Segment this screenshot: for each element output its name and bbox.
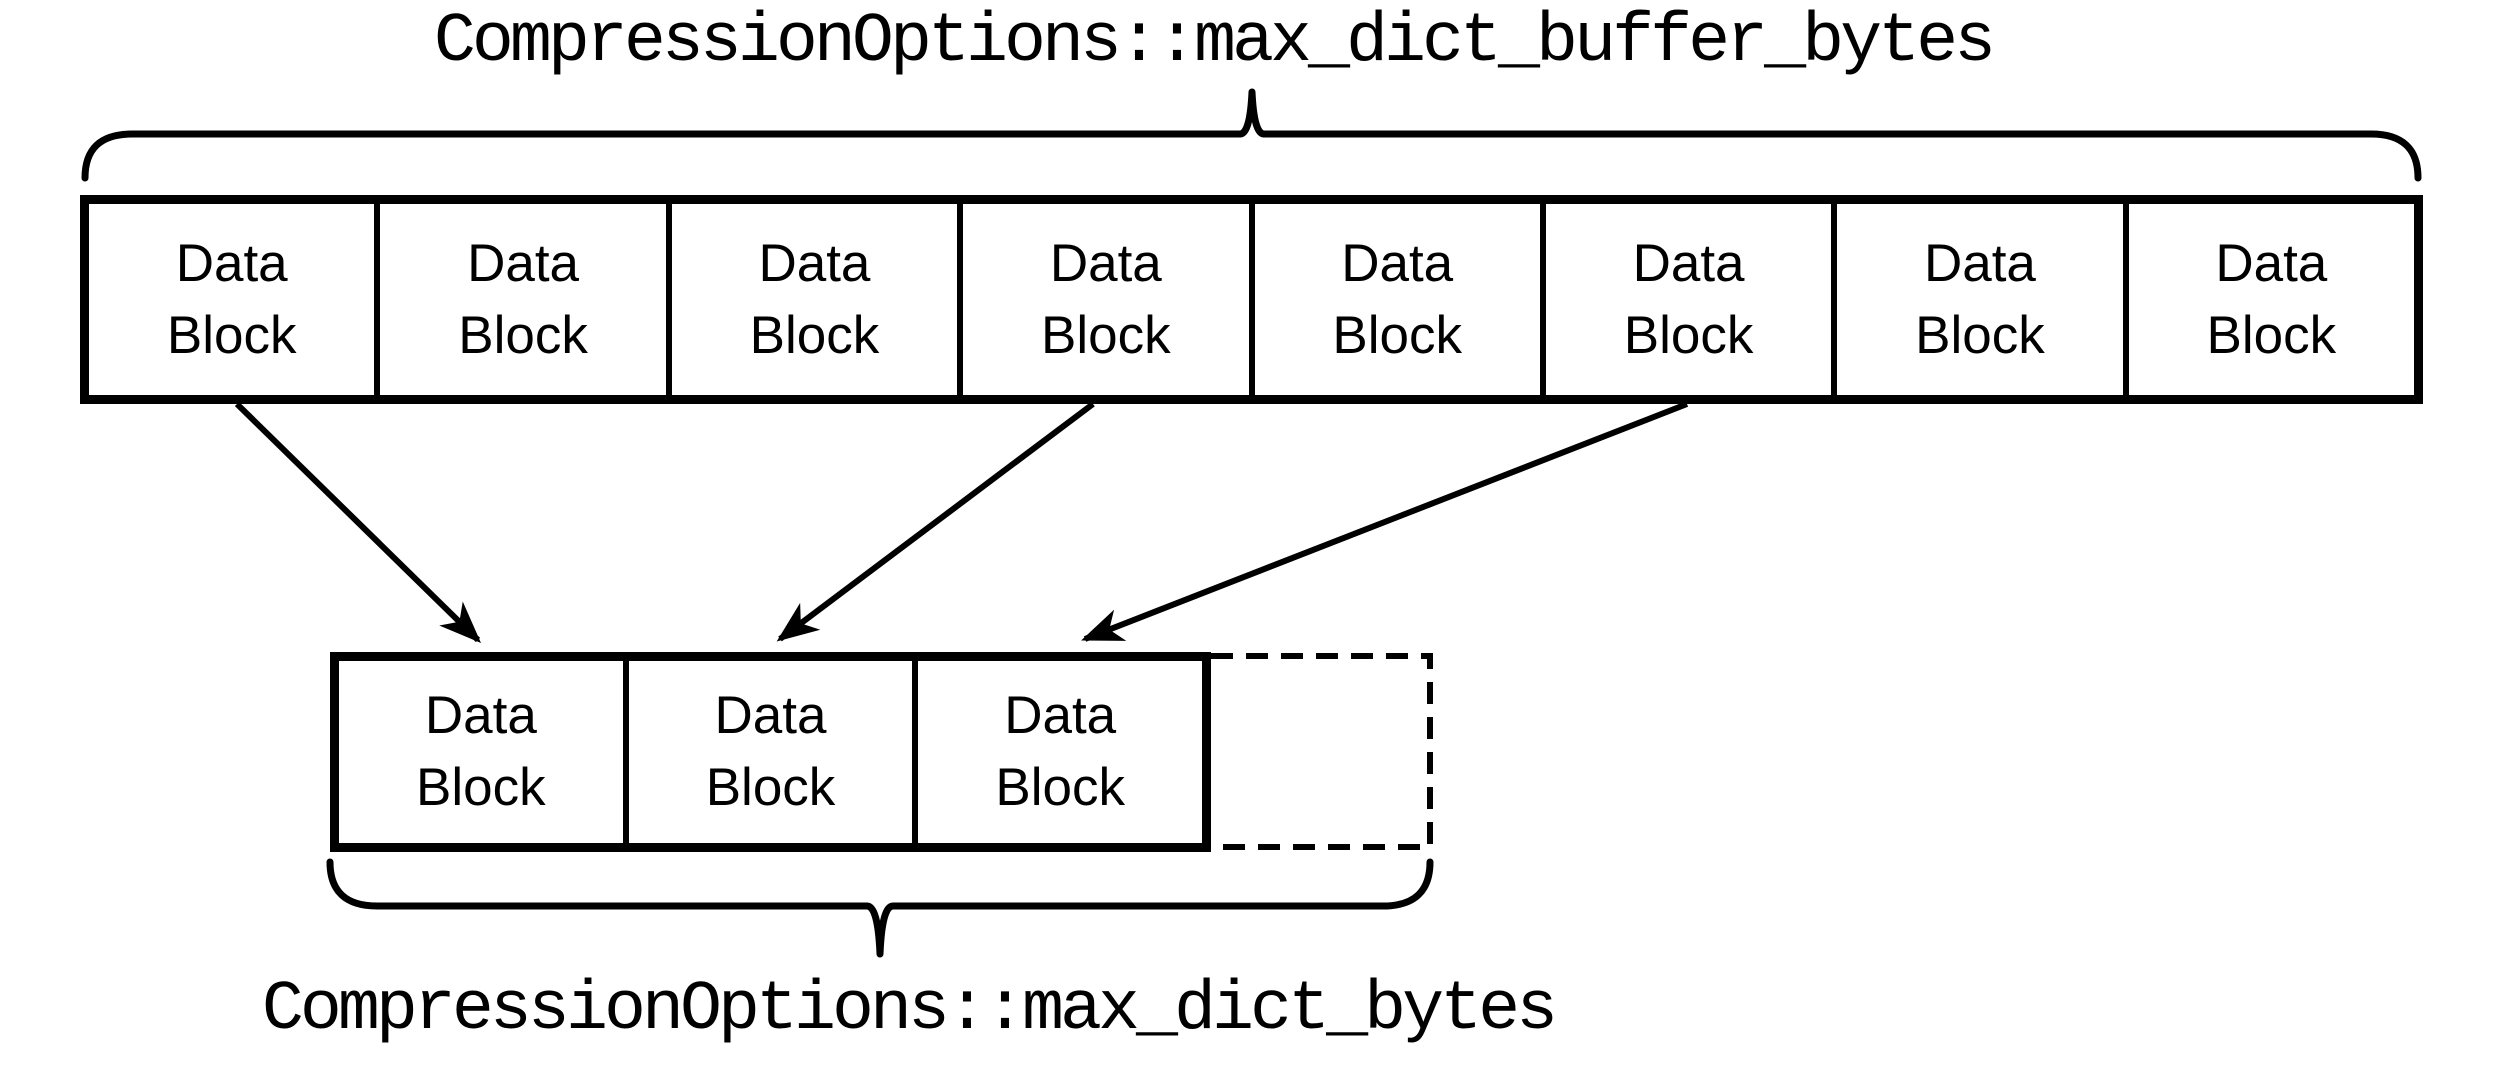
- block-label-line: Data: [175, 233, 288, 293]
- data-block: Data Block: [672, 204, 964, 395]
- block-label-line: Data: [1049, 233, 1162, 293]
- block-label-line: Block: [2206, 305, 2337, 365]
- dictionary-buffer-row: Data Block Data Block Data Block: [330, 652, 1211, 852]
- data-block: Data Block: [629, 661, 919, 843]
- block-label-line: Block: [416, 758, 546, 817]
- block-label-line: Data: [1923, 233, 2036, 293]
- data-block: Data Block: [89, 204, 381, 395]
- block-label-line: Block: [1332, 305, 1462, 365]
- max-dict-buffer-bytes-label: CompressionOptions::max_dict_buffer_byte…: [433, 3, 1996, 82]
- block-label-line: Block: [995, 758, 1125, 817]
- block-label-line: Block: [1915, 305, 2045, 365]
- block-label-line: Block: [458, 305, 588, 365]
- data-block: Data Block: [1837, 204, 2129, 395]
- block-label-line: Data: [1004, 686, 1117, 745]
- block-label-line: Data: [467, 233, 580, 293]
- block-label-line: Block: [166, 305, 297, 365]
- data-block: Data Block: [339, 661, 629, 843]
- data-block: Data Block: [2129, 204, 2414, 395]
- block-label-line: Data: [2215, 233, 2328, 293]
- top-brace: [81, 88, 2422, 182]
- bottom-brace: [326, 858, 1434, 958]
- uncompressed-blocks-row: Data Block Data Block Data Block Data Bl…: [80, 195, 2423, 404]
- block-label-line: Block: [1041, 305, 1171, 365]
- data-block: Data Block: [1546, 204, 1838, 395]
- dashed-placeholder-block: [1211, 653, 1433, 850]
- block-label-line: Block: [1623, 305, 1754, 365]
- data-block: Data Block: [918, 661, 1202, 843]
- data-block: Data Block: [380, 204, 672, 395]
- data-block: Data Block: [1255, 204, 1546, 395]
- arrow-block1-to-dict1: [234, 401, 482, 643]
- block-label-line: Data: [424, 686, 537, 745]
- block-label-line: Block: [705, 758, 836, 817]
- block-label-line: Block: [749, 305, 880, 365]
- block-label-line: Data: [714, 686, 827, 745]
- block-label-line: Data: [758, 233, 871, 293]
- block-label-line: Data: [1341, 233, 1454, 293]
- block-label-line: Data: [1632, 233, 1745, 293]
- data-block: Data Block: [963, 204, 1255, 395]
- max-dict-bytes-label: CompressionOptions::max_dict_bytes: [261, 971, 1558, 1050]
- arrow-block6-to-dict3: [1081, 401, 1689, 642]
- arrow-block4-to-dict2: [776, 401, 1095, 642]
